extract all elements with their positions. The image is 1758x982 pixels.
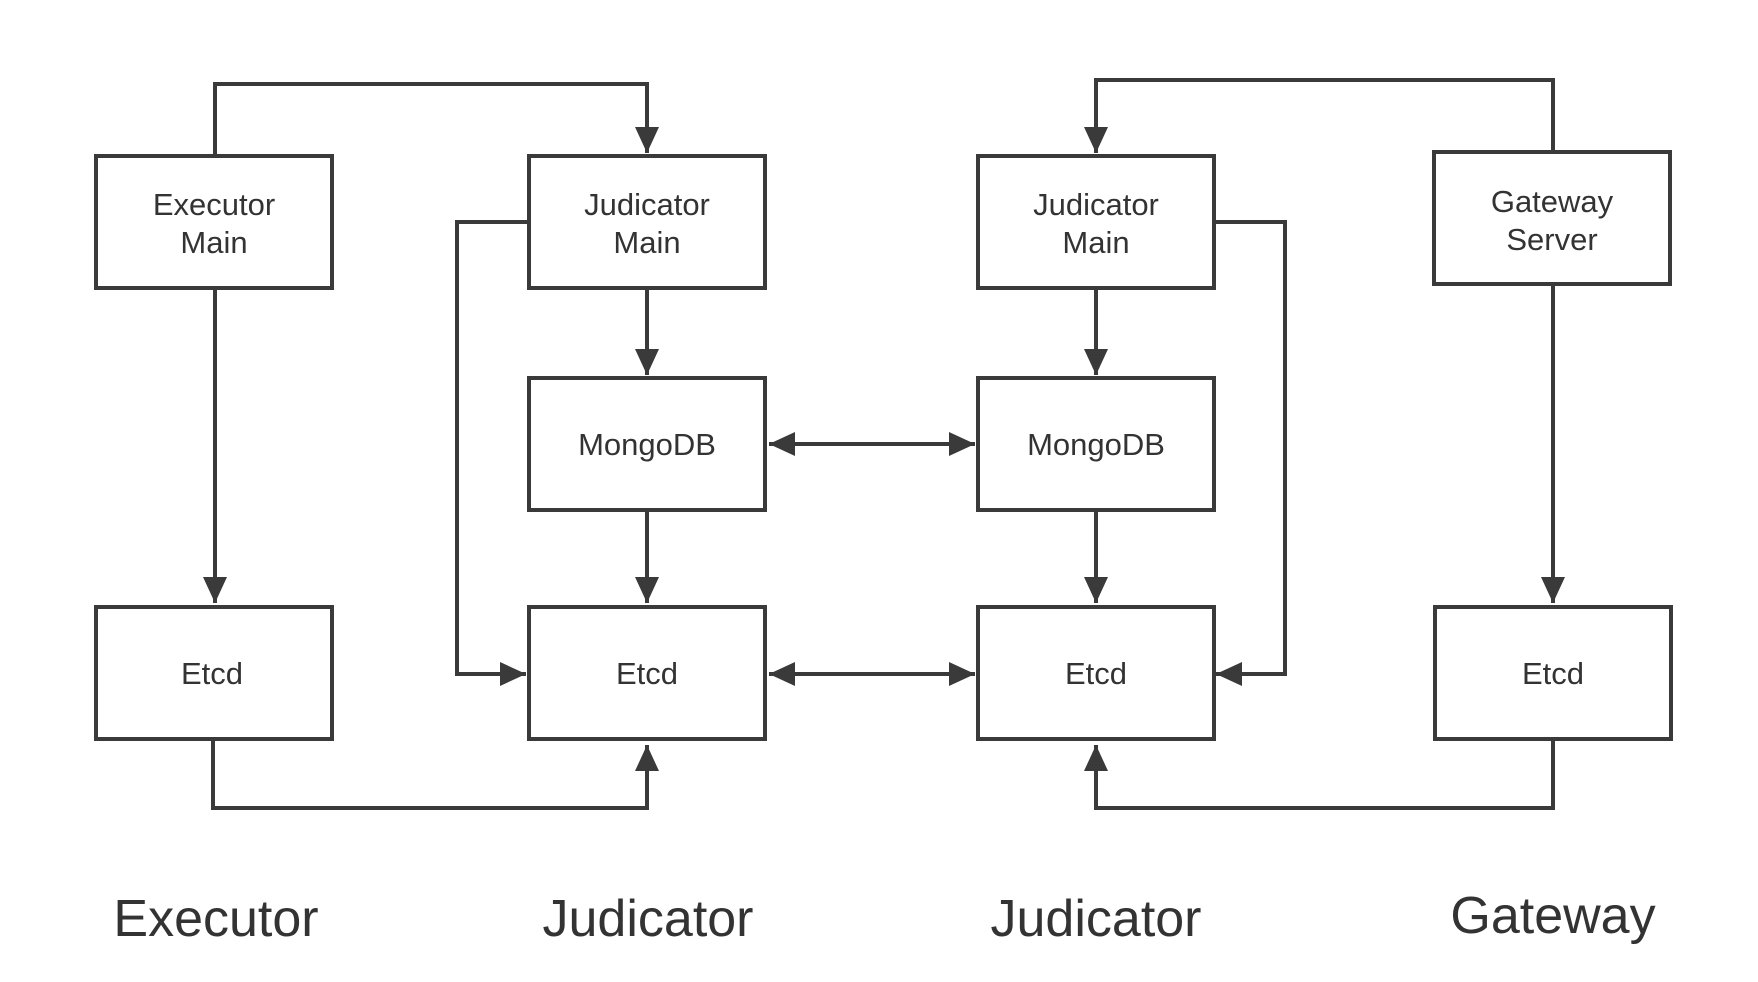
edge-gateway-server-to-judicator2-main [1084,78,1555,153]
judicator2-etcd-box: Etcd [976,605,1216,741]
executor-etcd-label: Etcd [181,656,243,691]
edge-executor-main-to-judicator1-main [213,82,659,154]
judicator1-main-label-line2: Main [613,225,680,260]
gateway-server-label-line2: Server [1506,222,1597,257]
executor-main-label-line2: Main [180,225,247,260]
column-title-executor: Executor [113,890,318,948]
judicator2-main-box: Judicator Main [976,154,1216,290]
column-titles: Executor Judicator Judicator Gateway [113,887,1655,948]
edges [203,78,1565,810]
boxes: Executor Main Etcd Judicator Main MongoD… [94,150,1673,741]
edge-executor-etcd-to-judicator1-etcd [211,739,659,810]
executor-etcd-box: Etcd [94,605,334,741]
judicator1-main-label-line1: Judicator [584,187,710,222]
edge-gateway-etcd-to-judicator2-etcd [1084,739,1555,810]
edge-judicator2-main-to-etcd [1212,220,1287,686]
executor-main-label-line1: Executor [153,187,275,222]
judicator2-mongodb-label: MongoDB [1027,427,1165,462]
column-title-judicator-1: Judicator [543,890,754,948]
judicator1-etcd-label: Etcd [616,656,678,691]
judicator1-mongodb-label: MongoDB [578,427,716,462]
gateway-server-label-line1: Gateway [1491,184,1614,219]
executor-main-box: Executor Main [94,154,334,290]
column-title-gateway: Gateway [1450,887,1655,945]
judicator2-main-label-line1: Judicator [1033,187,1159,222]
edge-judicator1-main-to-etcd [455,220,529,686]
judicator1-main-box: Judicator Main [527,154,767,290]
gateway-server-box: Gateway Server [1432,150,1672,286]
judicator2-main-label-line2: Main [1062,225,1129,260]
gateway-etcd-label: Etcd [1522,656,1584,691]
gateway-etcd-box: Etcd [1433,605,1673,741]
judicator1-mongodb-box: MongoDB [527,376,767,512]
judicator2-etcd-label: Etcd [1065,656,1127,691]
judicator2-mongodb-box: MongoDB [976,376,1216,512]
judicator1-etcd-box: Etcd [527,605,767,741]
column-title-judicator-2: Judicator [991,890,1202,948]
